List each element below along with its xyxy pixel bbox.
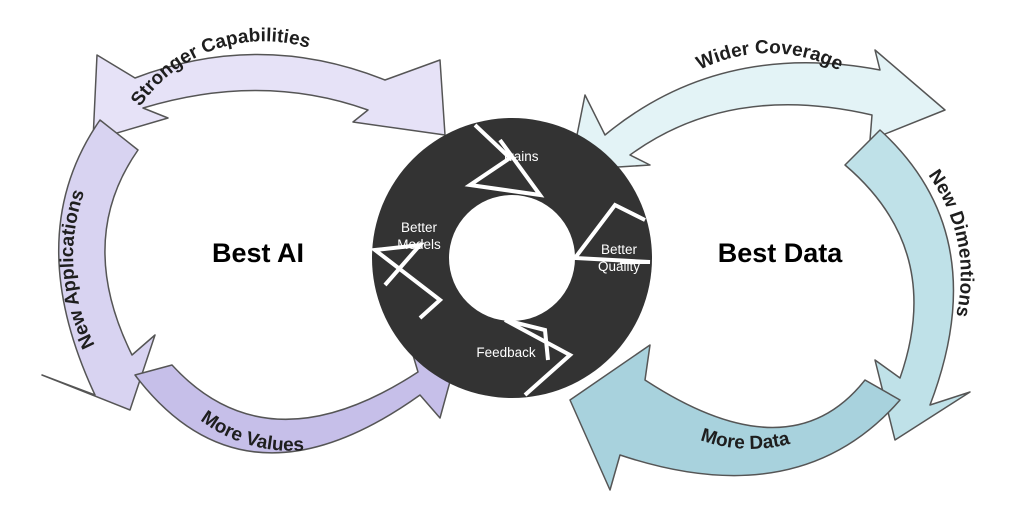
hub-better-quality-line1: Better [601,242,638,257]
left-loop: Stronger Capabilities New Applications M… [41,25,461,456]
central-hub: Trains Better Models Better Quality Feed… [369,118,652,398]
left-side-arrow [41,119,156,411]
hub-separator-left [369,242,444,320]
right-side-arrow [844,129,971,441]
right-top-arrow [569,49,946,171]
right-bottom-arrow [569,344,901,491]
hub-better-models-line2: Models [397,237,441,252]
hub-inner-hole [449,195,575,321]
best-data-title: Best Data [718,238,844,268]
left-top-arrow [92,53,446,141]
hub-better-quality-line2: Quality [598,259,640,274]
best-ai-title: Best AI [212,238,304,268]
hub-separator-right [571,202,651,264]
hub-feedback-label: Feedback [476,345,536,360]
hub-better-models-line1: Better [401,220,438,235]
hub-trains-label: Trains [501,149,538,164]
hub-separator-top [464,123,545,198]
hub-separator-bottom [504,318,574,397]
